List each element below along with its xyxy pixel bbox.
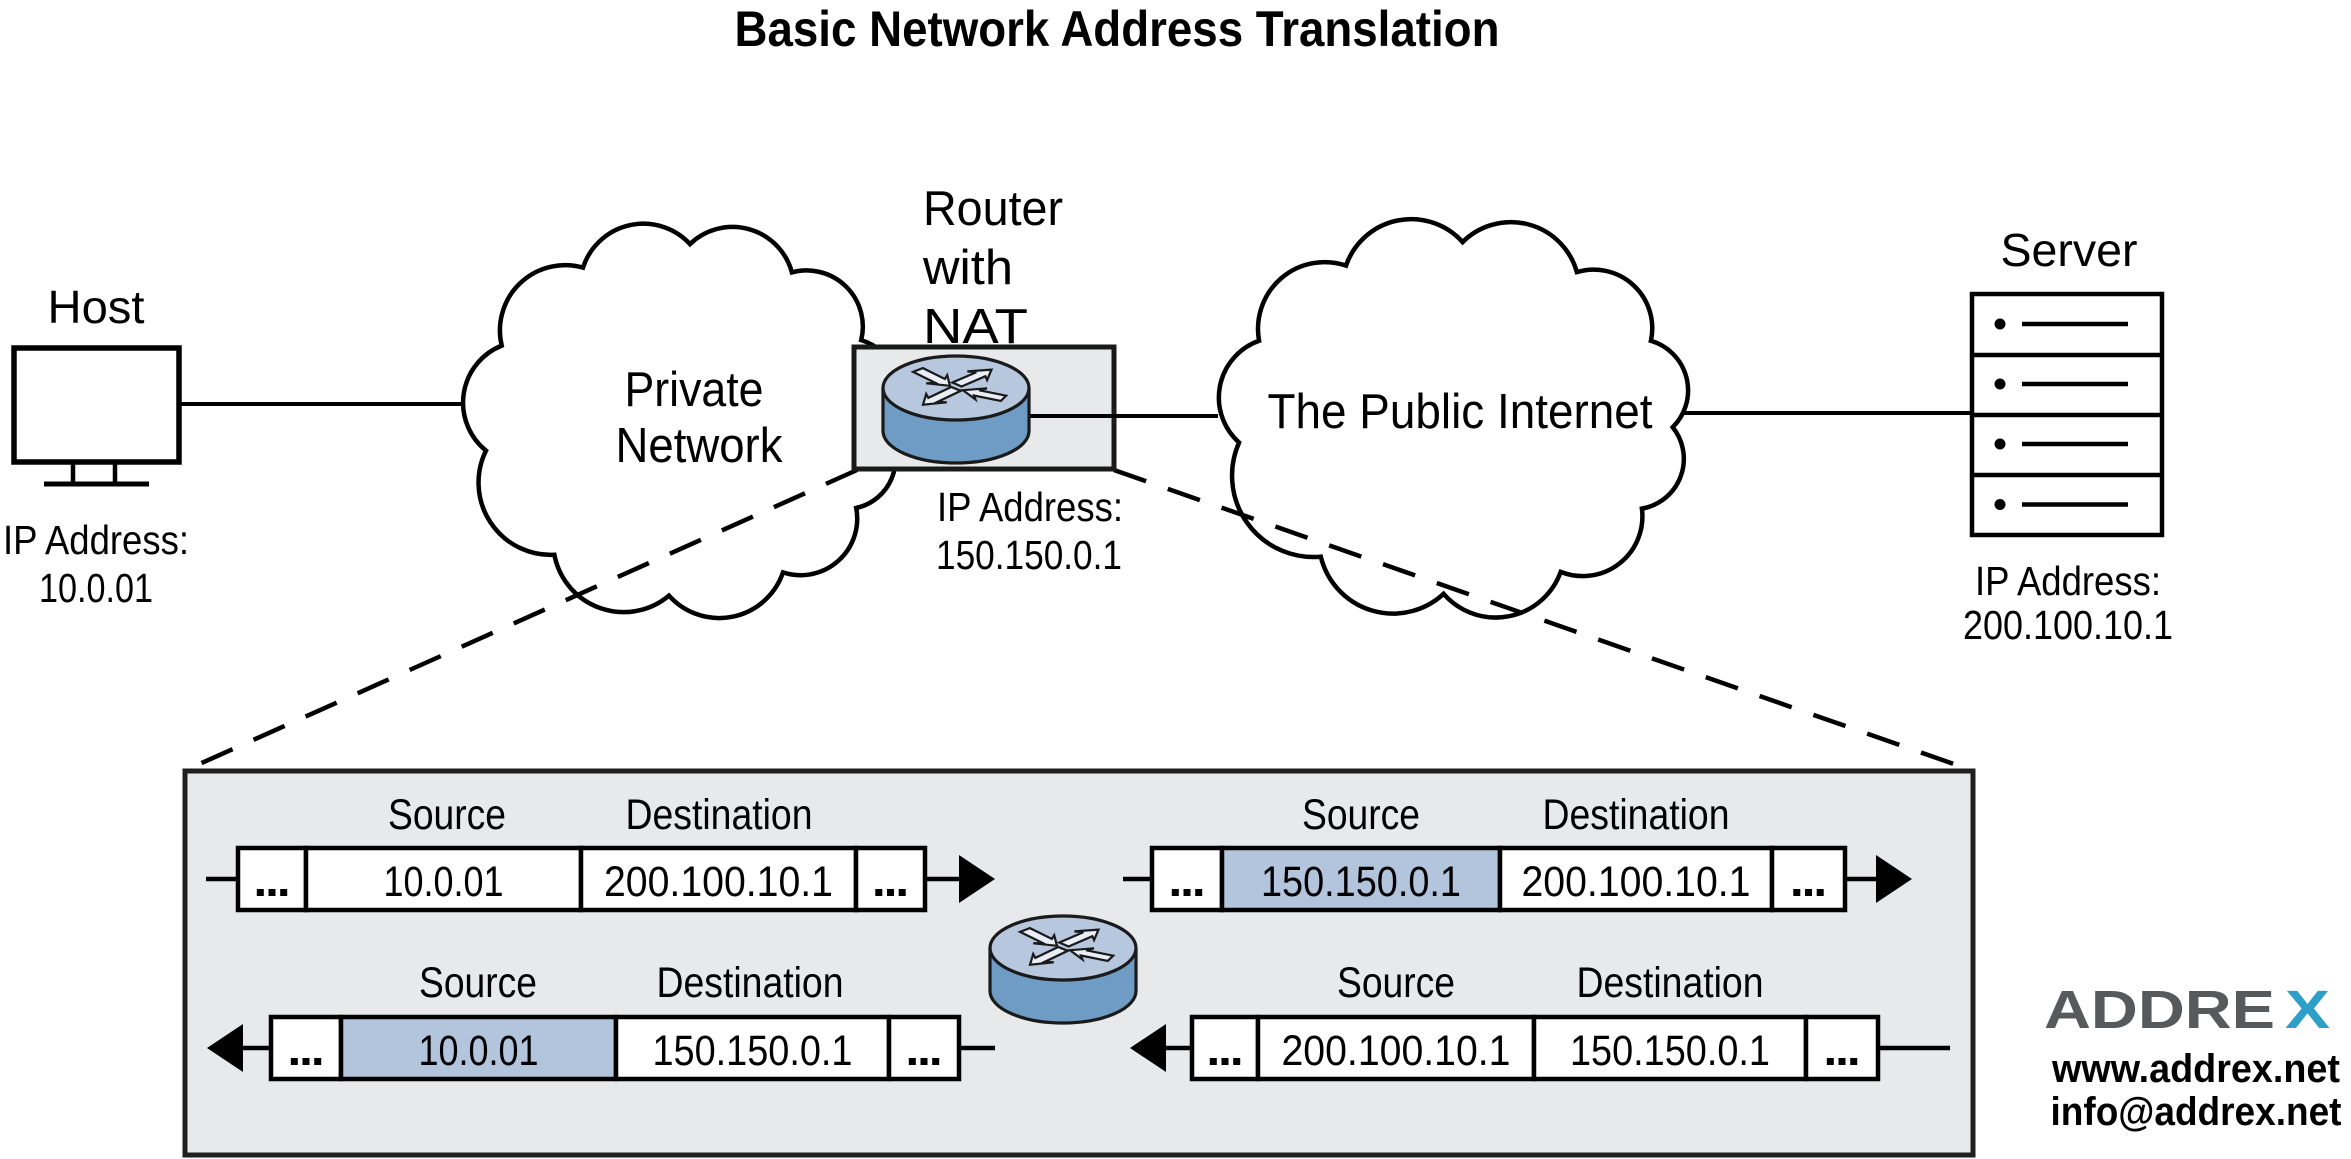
svg-text:Router: Router xyxy=(923,182,1063,236)
svg-text:Destination: Destination xyxy=(1543,791,1730,839)
svg-text:150.150.0.1: 150.150.0.1 xyxy=(653,1027,853,1075)
svg-text:200.100.10.1: 200.100.10.1 xyxy=(1282,1027,1511,1075)
svg-text:Basic Network Address Translat: Basic Network Address Translation xyxy=(735,1,1500,57)
svg-text:Source: Source xyxy=(388,791,506,839)
svg-text:NAT: NAT xyxy=(923,300,1028,354)
svg-text:Source: Source xyxy=(1337,959,1455,1007)
svg-text:200.100.10.1: 200.100.10.1 xyxy=(1963,602,2173,648)
svg-text:200.100.10.1: 200.100.10.1 xyxy=(1522,858,1751,906)
svg-text:IP Address:: IP Address: xyxy=(937,484,1123,530)
svg-text:150.150.0.1: 150.150.0.1 xyxy=(1570,1027,1770,1075)
svg-text:200.100.10.1: 200.100.10.1 xyxy=(604,858,833,906)
svg-text:Destination: Destination xyxy=(626,791,813,839)
svg-text:150.150.0.1: 150.150.0.1 xyxy=(936,532,1122,578)
svg-text:Host: Host xyxy=(48,281,145,333)
svg-text:10.0.01: 10.0.01 xyxy=(419,1027,539,1075)
svg-text:Destination: Destination xyxy=(1577,959,1764,1007)
svg-text:10.0.01: 10.0.01 xyxy=(384,858,504,906)
svg-text:info@addrex.net: info@addrex.net xyxy=(2051,1090,2342,1134)
svg-text:X: X xyxy=(2285,980,2330,1040)
svg-text:IP Address:: IP Address: xyxy=(1975,558,2161,604)
svg-text:Server: Server xyxy=(2001,224,2138,276)
svg-text:10.0.01: 10.0.01 xyxy=(39,565,153,611)
svg-text:ADDRE: ADDRE xyxy=(2044,980,2275,1040)
svg-text:Network: Network xyxy=(616,419,783,473)
svg-text:The Public Internet: The Public Internet xyxy=(1268,385,1653,439)
svg-text:IP Address:: IP Address: xyxy=(3,517,189,563)
svg-text:Destination: Destination xyxy=(657,959,844,1007)
svg-text:www.addrex.net: www.addrex.net xyxy=(2051,1047,2340,1091)
svg-text:Source: Source xyxy=(419,959,537,1007)
svg-text:Private: Private xyxy=(625,363,764,417)
svg-text:150.150.0.1: 150.150.0.1 xyxy=(1261,858,1461,906)
svg-text:with: with xyxy=(922,241,1013,295)
svg-text:Source: Source xyxy=(1302,791,1420,839)
